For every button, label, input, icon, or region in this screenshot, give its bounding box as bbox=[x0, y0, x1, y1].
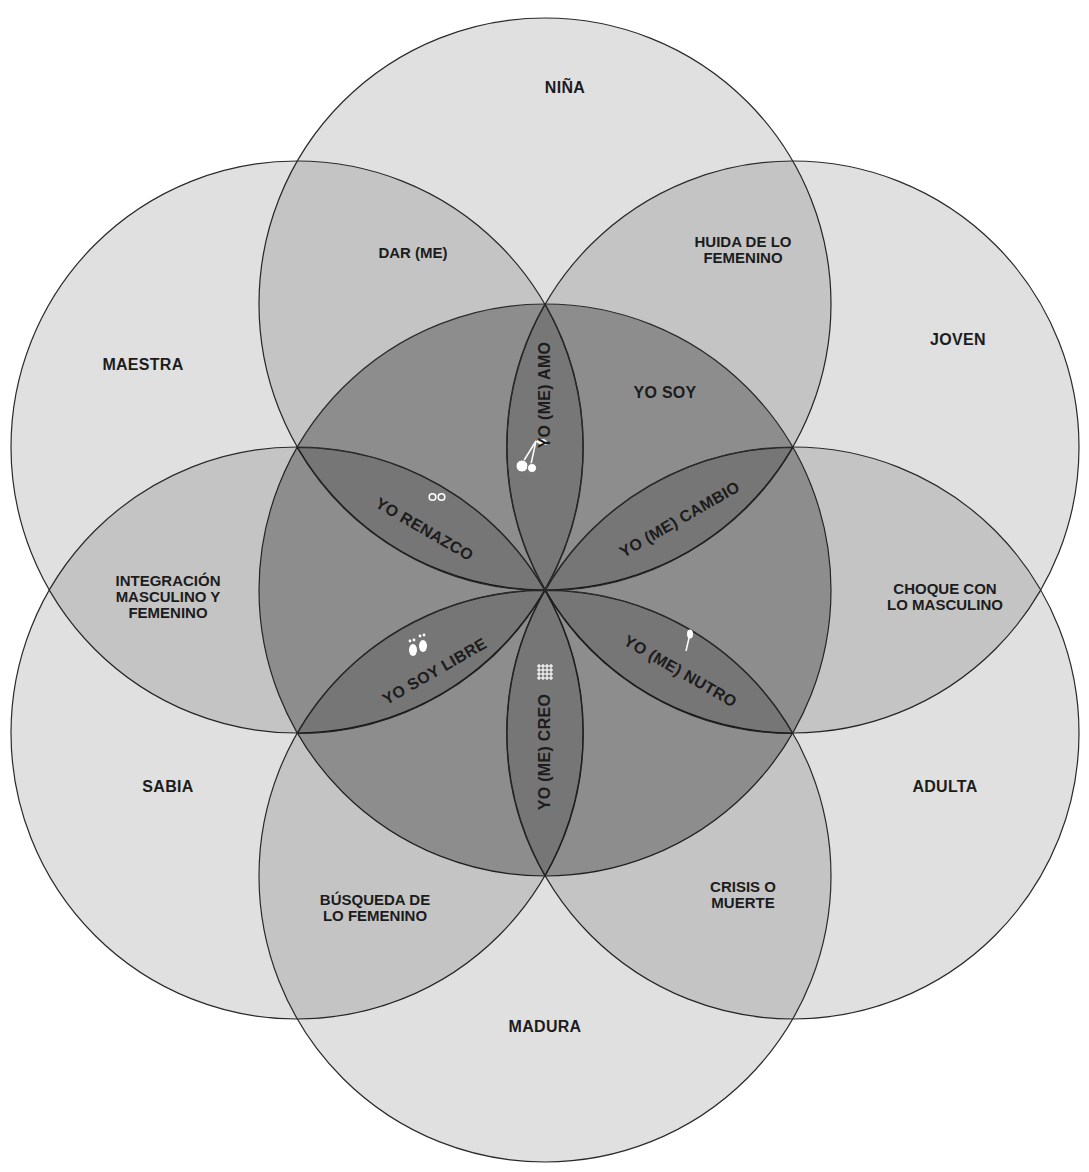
stage-label: YO SOY bbox=[633, 385, 696, 402]
overlap-label: BÚSQUEDA DE LO FEMENINO bbox=[318, 892, 433, 924]
stage-label: SABIA bbox=[142, 779, 193, 796]
overlap-label: CRISIS O MUERTE bbox=[693, 879, 793, 911]
lens-shape bbox=[507, 304, 584, 590]
circle-shape bbox=[259, 590, 831, 1162]
petal-label: YO (ME) AMO bbox=[537, 342, 554, 449]
stage-label: MADURA bbox=[509, 1019, 582, 1036]
overlap-label: INTEGRACIÓN MASCULINO Y FEMENINO bbox=[98, 573, 238, 622]
stage-label: NIÑA bbox=[545, 80, 585, 97]
stage-label: JOVEN bbox=[930, 332, 986, 349]
stage-label: ADULTA bbox=[912, 779, 977, 796]
overlap-label: HUIDA DE LO FEMENINO bbox=[691, 234, 796, 266]
overlap-label: DAR (ME) bbox=[378, 245, 447, 261]
stage-circle: MADURA bbox=[259, 590, 831, 1162]
petal-label: YO (ME) CREO bbox=[537, 694, 554, 811]
overlap-label: CHOQUE CON LO MASCULINO bbox=[885, 581, 1005, 613]
stage-label: MAESTRA bbox=[102, 357, 183, 374]
circle-outline bbox=[259, 590, 831, 1162]
